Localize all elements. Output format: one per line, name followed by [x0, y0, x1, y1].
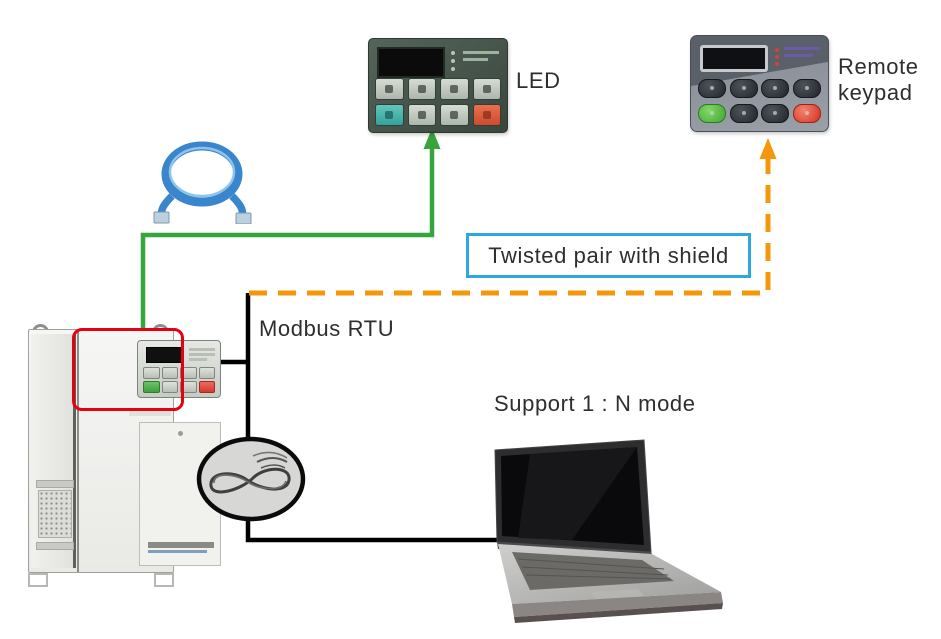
remote-keypad-label: Remote keypad: [838, 54, 919, 105]
orange-arrowhead-icon: [759, 138, 777, 159]
green-arrowhead-icon: [423, 128, 441, 149]
status-led-icons: [775, 48, 779, 69]
run-button-icon: [375, 104, 404, 126]
twisted-pair-callout: Twisted pair with shield: [466, 233, 751, 278]
led-keypad-buttons: [375, 78, 501, 126]
screw-icon: [178, 431, 183, 436]
orange-dashed-arrow-connector: [249, 138, 777, 296]
cabinet-foot-icon: [154, 573, 174, 587]
laptop-image: [494, 439, 723, 623]
vfd-keypad-panel: [137, 340, 221, 398]
led-keypad-image: [368, 38, 508, 133]
led-label: LED: [516, 68, 561, 93]
brand-mark: [148, 542, 214, 553]
led-keypad-display: [377, 47, 445, 78]
vfd-drive-image: [26, 324, 221, 594]
green-arrow-connector: [140, 128, 441, 330]
twisted-pair-cable-icon: [196, 436, 306, 522]
remote-keypad-display: [700, 45, 768, 72]
vfd-cabinet-body: [28, 329, 221, 573]
cabinet-foot-icon: [28, 573, 48, 587]
support-mode-label: Support 1 : N mode: [494, 391, 696, 416]
vfd-keypad-buttons: [143, 367, 215, 393]
remote-keypad-image: [690, 35, 829, 132]
vfd-side-panel: [31, 334, 76, 568]
run-button-icon: [698, 103, 727, 123]
stop-button-icon: [792, 103, 821, 123]
twisted-pair-callout-text: Twisted pair with shield: [488, 242, 729, 268]
remote-keypad-buttons: [698, 78, 821, 124]
status-led-icons: [451, 51, 455, 75]
modbus-rtu-label: Modbus RTU: [259, 316, 395, 341]
brand-mark: [784, 47, 820, 61]
stop-button-icon: [198, 381, 215, 393]
stop-button-icon: [472, 104, 501, 126]
vent-grille-icon: [38, 490, 72, 538]
run-button-icon: [143, 381, 160, 393]
ethernet-cable-icon: [153, 141, 252, 224]
keypad-highlight-box: [72, 328, 184, 411]
